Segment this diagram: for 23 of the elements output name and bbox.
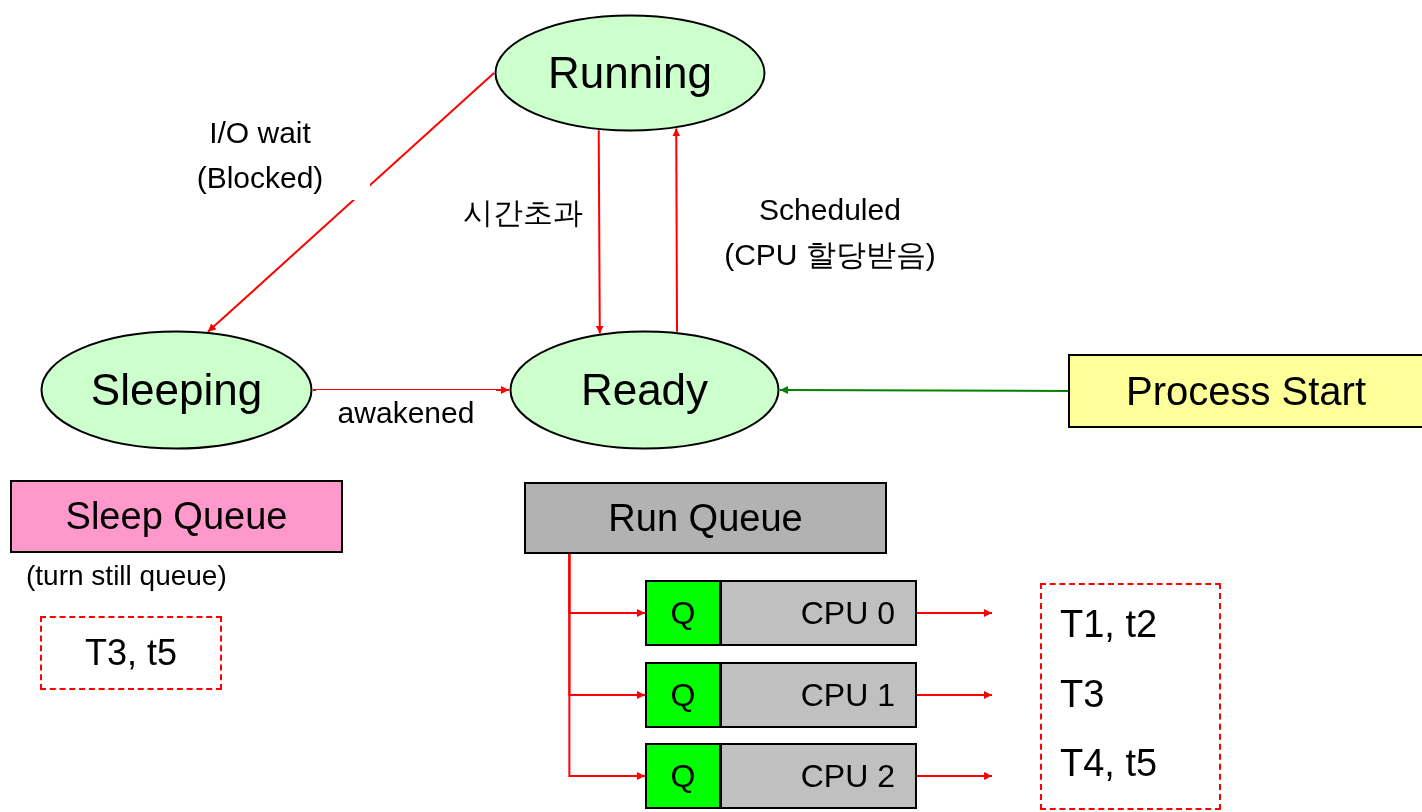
queue-box: Run Queue (524, 482, 887, 554)
state-ellipse: Ready (509, 330, 780, 450)
state-ellipse: Running (494, 14, 766, 132)
cpu-cell: CPU 0 (720, 580, 917, 646)
queue-cell: Q (645, 662, 721, 728)
cpu-cell: CPU 2 (720, 743, 917, 809)
task-list-box: T3, t5 (40, 616, 222, 690)
arrow (568, 553, 646, 780)
arrow (916, 609, 993, 617)
task-list-box: T1, t2 T3 T4, t5 (1040, 583, 1221, 810)
queue-cell: Q (645, 580, 721, 646)
arrow (206, 72, 495, 333)
arrow (595, 129, 604, 335)
arrow (916, 691, 993, 699)
start-box: Process Start (1068, 354, 1422, 428)
arrow (312, 386, 510, 394)
arrow (779, 386, 1069, 395)
state-ellipse: Sleeping (40, 330, 313, 450)
arrow (916, 772, 993, 780)
queue-cell: Q (645, 743, 721, 809)
cpu-cell: CPU 1 (720, 662, 917, 728)
arrow (672, 127, 681, 333)
queue-box: Sleep Queue (10, 480, 343, 553)
